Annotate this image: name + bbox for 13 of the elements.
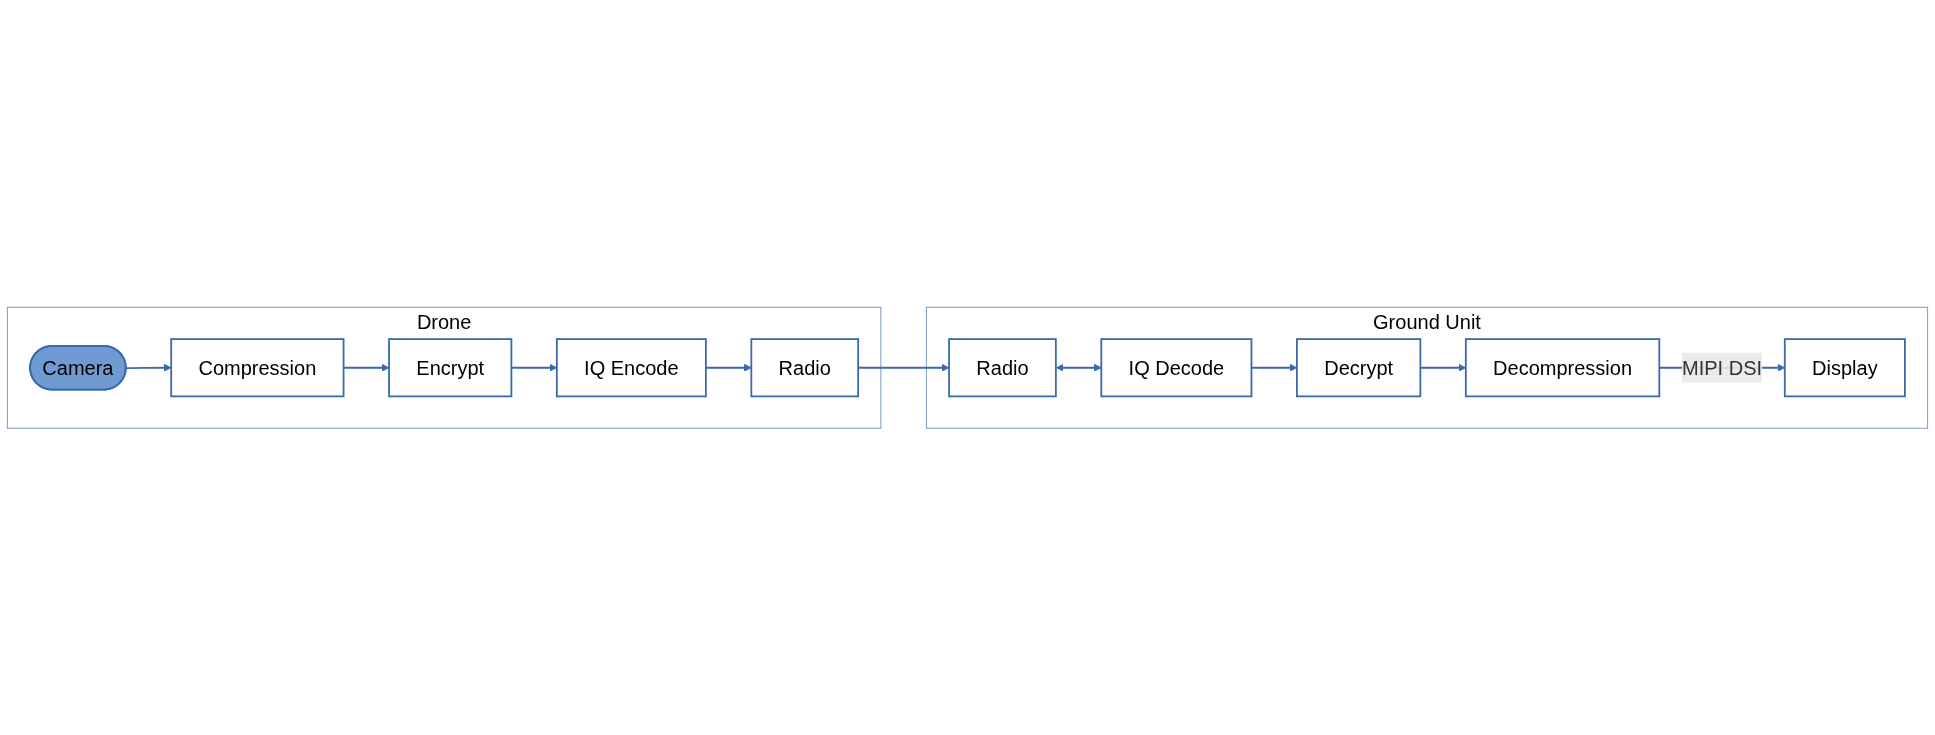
node-box: Display <box>1783 337 1906 398</box>
node-box: IQ Encode <box>555 337 707 398</box>
node-box: Encrypt <box>388 337 513 398</box>
node-box: Decompression <box>1464 337 1661 398</box>
node-box: Compression <box>170 337 345 398</box>
node-box: Decrypt <box>1296 337 1422 398</box>
node-box: Radio <box>750 337 860 398</box>
edge-label: MIPI DSI <box>1682 356 1763 379</box>
node-box: IQ Decode <box>1100 337 1253 398</box>
node-box: Radio <box>948 337 1057 398</box>
arrow <box>705 363 752 372</box>
arrow <box>1055 363 1102 372</box>
arrow <box>125 363 172 372</box>
